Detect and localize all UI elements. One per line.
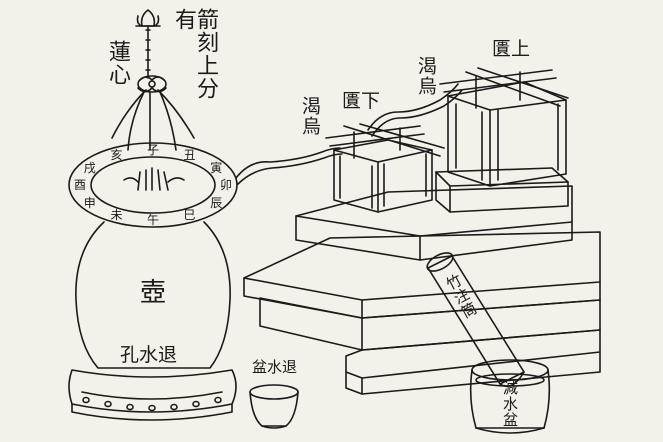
- ring-character: 寅: [210, 160, 223, 175]
- arrow-scale-label: 箭刻上分有: [171, 8, 218, 100]
- ring-character: 亥: [110, 147, 123, 162]
- lotus-heart-label: 蓮心: [105, 40, 130, 86]
- ring-character: 戌: [83, 160, 96, 175]
- lower-siphon-label: 渴烏: [299, 96, 321, 136]
- lower-tank: [325, 123, 445, 213]
- pot-label: 壺: [140, 278, 167, 308]
- upper-tank: [439, 67, 569, 187]
- pot-body: [75, 221, 231, 369]
- drain-hole-label: 孔水退: [120, 344, 178, 366]
- reducing-basin: [469, 359, 551, 434]
- ring-character: 未: [110, 208, 123, 223]
- lotus-flower-icon: [137, 75, 167, 93]
- ring-character: 辰: [210, 195, 223, 210]
- ring-character: 丑: [183, 147, 196, 162]
- lower-tank-label: 匱下: [342, 90, 381, 112]
- lotus-top-icon: [135, 9, 161, 27]
- lower-siphon-tube: [235, 147, 341, 179]
- drain-basin-label: 盆水退: [252, 358, 298, 376]
- ring-character: 子: [147, 143, 160, 157]
- ring-character: 午: [147, 213, 160, 227]
- upper-tank-label: 匱上: [492, 38, 531, 60]
- upper-siphon-tube: [367, 83, 459, 131]
- lid-ring: [68, 142, 238, 228]
- reducing-basin-label: 減水盆: [501, 380, 519, 428]
- stepped-platform: [243, 167, 601, 395]
- ring-character: 巳: [183, 208, 196, 223]
- ring-character: 申: [83, 195, 96, 210]
- ring-character: 酉: [74, 178, 87, 192]
- drain-basin: [249, 384, 299, 429]
- ring-character: 卯: [220, 178, 233, 192]
- upper-siphon-label: 渴烏: [415, 56, 437, 96]
